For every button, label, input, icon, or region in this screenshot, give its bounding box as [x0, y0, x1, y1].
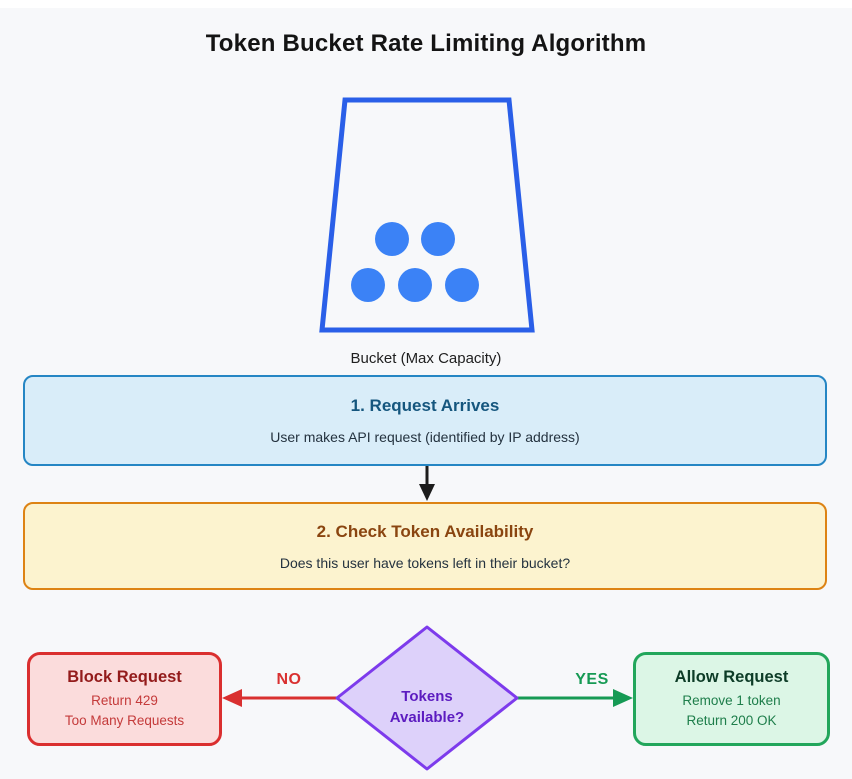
- allow-request-box: Allow Request Remove 1 token Return 200 …: [633, 652, 830, 746]
- block-request-title: Block Request: [67, 667, 182, 686]
- step-check-token-availability: 2. Check Token Availability Does this us…: [23, 502, 827, 590]
- token-circle: [351, 268, 385, 302]
- decision-label: Tokens Available?: [352, 686, 502, 728]
- top-margin-strip: [0, 0, 852, 8]
- yes-branch-label: YES: [575, 671, 609, 688]
- flow-arrow-down-head: [419, 484, 435, 501]
- bucket-label: Bucket (Max Capacity): [350, 350, 502, 367]
- step-subtitle: Does this user have tokens left in their…: [279, 554, 571, 571]
- no-branch-label: NO: [276, 671, 302, 688]
- decision-label-line2: Available?: [389, 709, 465, 726]
- yes-arrow-head: [613, 689, 633, 707]
- block-request-box: Block Request Return 429 Too Many Reques…: [27, 652, 222, 746]
- token-circle: [375, 222, 409, 256]
- allow-request-line2: Return 200 OK: [686, 712, 777, 728]
- allow-request-line1: Remove 1 token: [682, 692, 781, 708]
- step-title: 2. Check Token Availability: [316, 521, 534, 541]
- step-title: 1. Request Arrives: [350, 396, 500, 415]
- block-request-line2: Too Many Requests: [64, 712, 185, 728]
- no-arrow-head: [222, 689, 242, 707]
- step-request-arrives: 1. Request Arrives User makes API reques…: [23, 375, 827, 466]
- allow-request-title: Allow Request: [674, 667, 789, 686]
- token-circle: [445, 268, 479, 302]
- bucket-shape: [319, 97, 535, 333]
- token-circle: [421, 222, 455, 256]
- decision-label-line1: Tokens: [401, 688, 453, 705]
- block-request-line1: Return 429: [91, 692, 158, 708]
- page-title: Token Bucket Rate Limiting Algorithm: [205, 30, 647, 57]
- token-circle: [398, 268, 432, 302]
- step-subtitle: User makes API request (identified by IP…: [270, 429, 580, 445]
